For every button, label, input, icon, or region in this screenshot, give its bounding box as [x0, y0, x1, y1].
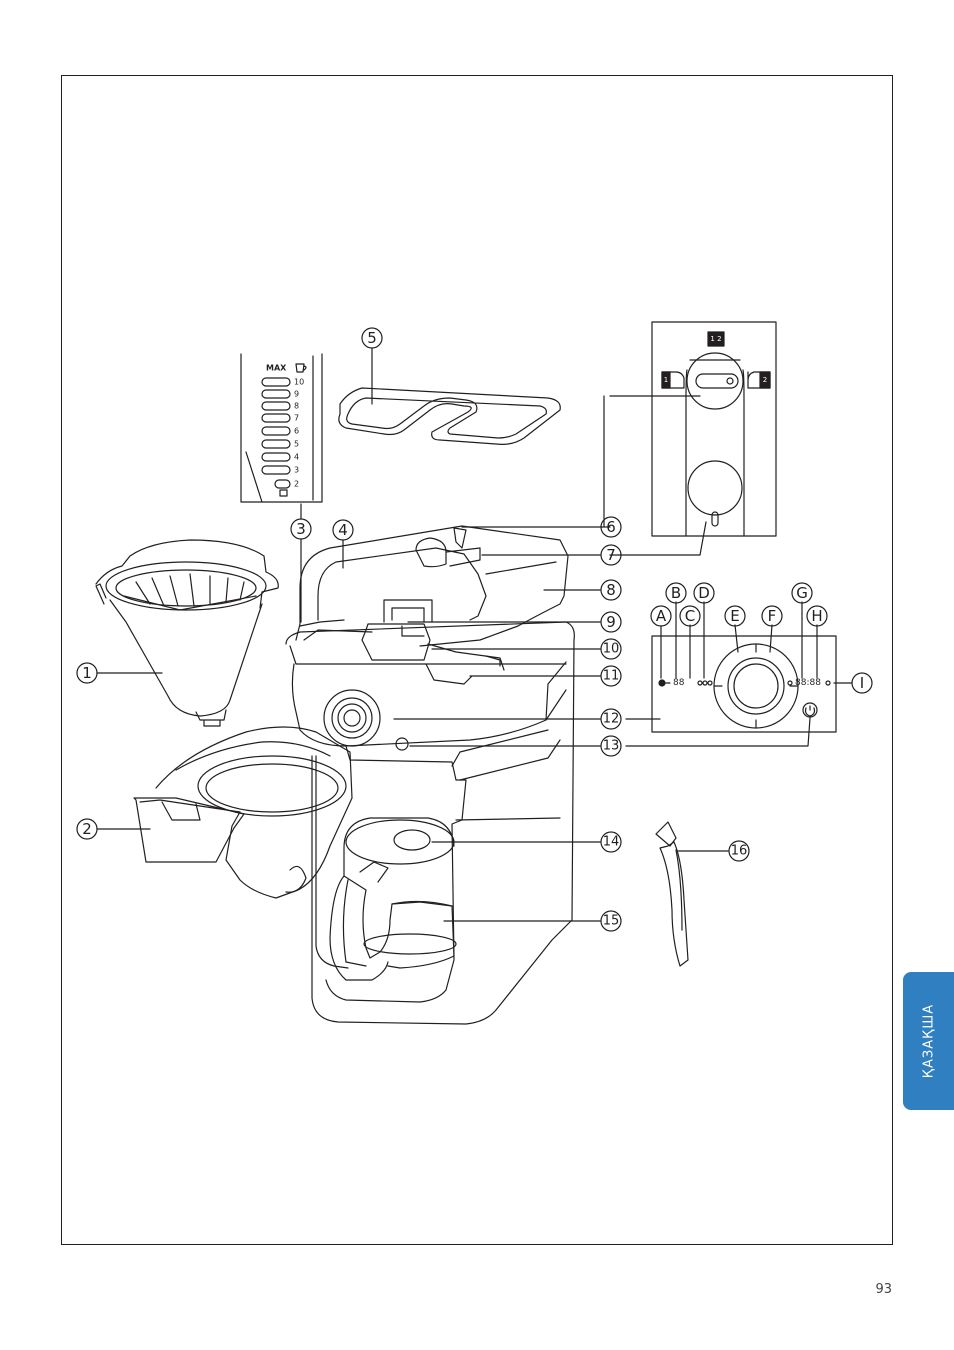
filter-holder — [95, 539, 279, 727]
callout-circles — [76, 327, 873, 932]
water-gauge-mark-5: 5 — [294, 440, 299, 449]
page-number: 93 — [875, 1282, 892, 1297]
callout-5: 5 — [367, 329, 377, 347]
water-gauge-mark-7: 7 — [294, 414, 299, 423]
callout-14: 14 — [603, 835, 620, 850]
callout-6: 6 — [606, 518, 616, 536]
page-frame — [61, 75, 893, 1245]
water-gauge-mark-2: 2 — [294, 480, 299, 489]
selector-label-both: 1 2 — [710, 335, 721, 343]
water-gauge-mark-9: 9 — [294, 390, 299, 399]
callout-3: 3 — [296, 520, 306, 538]
display-left-digits: 88 — [673, 678, 685, 688]
callout-12: 12 — [603, 712, 620, 727]
language-tab: ҚАЗАҚША — [903, 972, 954, 1110]
water-gauge-inset — [240, 353, 323, 503]
coffee-maker-body — [285, 525, 575, 1025]
panel-callout-h: H — [811, 607, 822, 625]
cup-icon — [295, 363, 307, 373]
callout-10: 10 — [603, 642, 620, 657]
cleaning-brush — [655, 821, 689, 967]
water-gauge-mark-6: 6 — [294, 427, 299, 436]
callout-13: 13 — [603, 739, 620, 754]
callout-8: 8 — [606, 581, 616, 599]
callout-4: 4 — [338, 521, 348, 539]
selector-label-left: 1 — [664, 376, 668, 384]
callout-15: 15 — [603, 914, 620, 929]
control-panel-inset — [651, 635, 837, 733]
panel-callout-d: D — [698, 584, 710, 602]
callout-11: 11 — [603, 669, 620, 684]
panel-callout-g: G — [796, 584, 808, 602]
panel-callout-e: E — [730, 607, 739, 625]
leader-lines — [96, 347, 853, 922]
panel-callout-b: B — [671, 584, 681, 602]
panel-callout-f: F — [768, 607, 777, 625]
selector-label-right: 2 — [763, 376, 767, 384]
callout-7: 7 — [606, 546, 616, 564]
water-gauge-mark-4: 4 — [294, 453, 299, 462]
water-gauge-mark-10: 10 — [294, 378, 304, 387]
water-gauge-mark-8: 8 — [294, 402, 299, 411]
display-right-digits: 88:88 — [795, 678, 821, 688]
panel-callout-i: I — [860, 674, 864, 692]
language-tab-label: ҚАЗАҚША — [921, 1003, 936, 1079]
water-gauge-max-label: MAX — [266, 364, 287, 373]
grind-selector-inset — [651, 321, 777, 537]
callout-9: 9 — [606, 613, 616, 631]
gasket-part — [338, 387, 561, 445]
water-gauge-mark-3: 3 — [294, 466, 299, 475]
callout-1: 1 — [82, 664, 92, 682]
drip-tray — [133, 726, 353, 899]
water-gauge-marks — [261, 377, 291, 497]
callout-2: 2 — [82, 820, 92, 838]
panel-callout-c: C — [685, 607, 695, 625]
panel-callout-a: A — [656, 607, 667, 625]
callout-16: 16 — [731, 844, 748, 859]
